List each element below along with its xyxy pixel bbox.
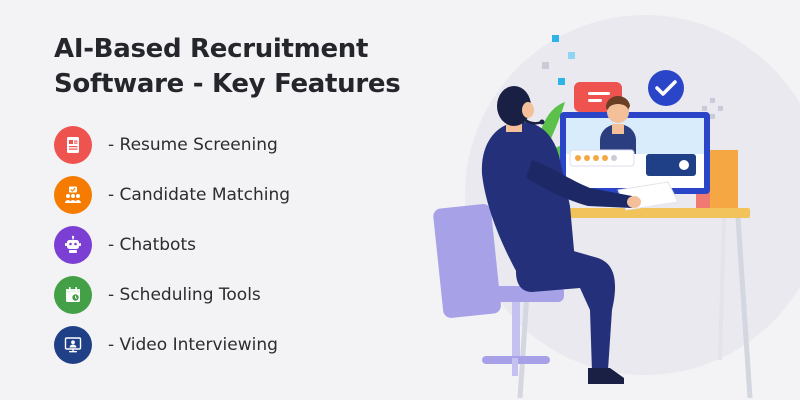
feature-label: - Scheduling Tools	[108, 285, 261, 305]
feature-label: - Video Interviewing	[108, 335, 278, 355]
video-interview-icon	[54, 326, 92, 364]
calendar-icon	[54, 276, 92, 314]
person	[481, 86, 641, 384]
title-line-1: AI-Based Recruitment	[54, 34, 369, 64]
feature-label: - Chatbots	[108, 235, 196, 255]
feature-resume-screening: - Resume Screening	[54, 126, 290, 164]
candidate-match-icon	[54, 176, 92, 214]
check-icon	[648, 70, 684, 106]
page-title: AI-Based Recruitment Software - Key Feat…	[54, 32, 434, 102]
feature-label: - Candidate Matching	[108, 185, 291, 205]
resume-icon	[54, 126, 92, 164]
title-line-2: Software - Key Features	[54, 69, 401, 99]
feature-list: - Resume Screening - Candidate Matching …	[54, 126, 290, 376]
monitor	[560, 95, 710, 194]
chatbot-icon	[54, 226, 92, 264]
decor-dots-right	[702, 98, 723, 119]
feature-scheduling-tools: - Scheduling Tools	[54, 276, 290, 314]
feature-chatbots: - Chatbots	[54, 226, 290, 264]
recruiter-illustration	[433, 15, 800, 399]
feature-video-interviewing: - Video Interviewing	[54, 326, 290, 364]
decor-squares-left	[542, 35, 575, 85]
feature-label: - Resume Screening	[108, 135, 278, 155]
feature-candidate-matching: - Candidate Matching	[54, 176, 290, 214]
